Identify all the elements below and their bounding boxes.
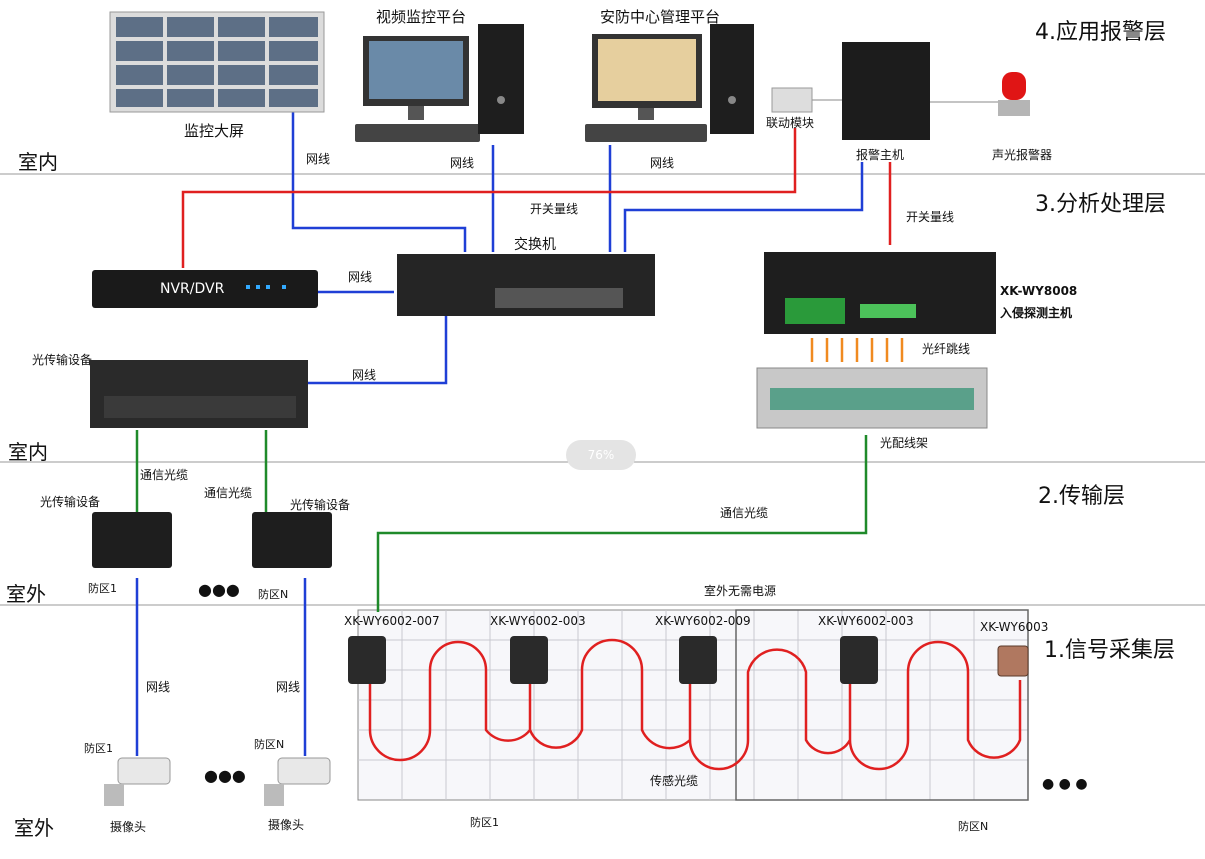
zone-outdoor-bottom: 室外 (14, 816, 54, 840)
alarm-host-device (842, 42, 930, 140)
layer-1-title: 1.信号采集层 (1044, 638, 1175, 663)
intrusion-host-device (764, 252, 996, 334)
switch-line-label: 开关量线 (530, 202, 579, 216)
camera-zone1-label: 摄像头 (110, 820, 147, 834)
sensor-model-label: XK-WY6002-003 (490, 614, 586, 628)
switch-signal-cables (181, 128, 892, 268)
zonen-camera-label: 防区N (254, 738, 285, 751)
zoom-level-badge: 76% (566, 440, 636, 470)
sensor-model-label: XK-WY6002-009 (655, 614, 751, 628)
zone1-camera-label: 防区1 (84, 742, 113, 755)
layer-3-title: 3.分析处理层 (1035, 192, 1166, 217)
sensor-box (348, 636, 386, 684)
comm-fiber-label: 通信光缆 (720, 506, 769, 520)
comm-fiber-label: 通信光缆 (140, 468, 189, 482)
layer-2-title: 2.传输层 (1038, 484, 1125, 509)
ellipsis-sensors: ● ● ● (1042, 776, 1088, 792)
camera-zonen-label: 摄像头 (268, 818, 305, 832)
camera-zone1 (104, 757, 171, 806)
ellipsis-cameras: ●●● (204, 766, 246, 785)
communication-fiber-cables (135, 430, 868, 612)
sensor-model-label: XK-WY6003 (980, 620, 1049, 634)
zonen-field-label: 防区N (958, 820, 989, 833)
video-workstation (355, 24, 524, 142)
net-cable-label: 网线 (650, 156, 675, 170)
layer-4-title: 4.应用报警层 (1035, 20, 1166, 45)
fiber-patch-label: 光纤跳线 (922, 342, 971, 356)
sensor-units (348, 636, 1029, 684)
camera-zonen (264, 757, 331, 806)
zone-outdoor-top: 室外 (6, 582, 46, 606)
sensing-fiber-label: 传感光缆 (650, 774, 699, 788)
sensor-box (997, 645, 1029, 677)
net-cable-label: 网线 (450, 156, 475, 170)
sensor-box (679, 636, 717, 684)
net-cable-label: 网线 (352, 368, 377, 382)
sound-light-alarm-label: 声光报警器 (992, 148, 1053, 162)
nvr-label: NVR/DVR (160, 281, 225, 297)
video-platform-label: 视频监控平台 (376, 8, 467, 26)
big-screen-label: 监控大屏 (184, 122, 245, 140)
optical-transmitter-zone1-label: 光传输设备 (40, 495, 101, 509)
net-cable-label: 网线 (348, 270, 373, 284)
link-module-device (771, 87, 813, 113)
optical-transmitter-rack (90, 360, 308, 428)
zone-indoor-bottom: 室内 (8, 440, 48, 464)
switch-line-label: 开关量线 (906, 210, 955, 224)
security-center-label: 安防中心管理平台 (600, 8, 721, 26)
sensor-model-label: XK-WY6002-003 (818, 614, 914, 628)
nvr-device (92, 270, 318, 308)
security-center-workstation (585, 24, 754, 142)
fiber-patch-cables (810, 338, 904, 362)
zone1-label: 防区1 (88, 582, 117, 595)
net-cable-label: 网线 (276, 680, 301, 694)
optical-transmitter-zonen-label: 光传输设备 (290, 498, 351, 512)
zonen-label: 防区N (258, 588, 289, 601)
sensor-box (840, 636, 878, 684)
sensor-model-label: XK-WY6002-007 (344, 614, 440, 628)
net-cable-label: 网线 (306, 152, 331, 166)
ellipsis-transmitters: ●●● (198, 580, 240, 599)
sound-light-alarm-device (998, 72, 1030, 116)
zone1-field-label: 防区1 (470, 816, 499, 829)
sensor-box (510, 636, 548, 684)
optical-transmitter-zone1 (92, 512, 172, 568)
network-cables (135, 112, 864, 756)
intrusion-host-model: XK-WY8008 (1000, 284, 1078, 298)
no-power-label: 室外无需电源 (704, 584, 777, 598)
video-wall (109, 11, 325, 113)
optical-transmitter-main-label: 光传输设备 (32, 353, 93, 367)
zone-indoor-top: 室内 (18, 150, 58, 174)
odf-label: 光配线架 (880, 436, 929, 450)
switch-label: 交换机 (514, 237, 556, 253)
odf-device (756, 367, 988, 429)
alarm-host-label: 报警主机 (856, 148, 905, 162)
switch-device (397, 254, 655, 316)
sensing-fiber-cable (368, 638, 1022, 771)
intrusion-host-label: 入侵探测主机 (1000, 306, 1073, 320)
optical-transmitter-zonen (252, 512, 332, 568)
net-cable-label: 网线 (146, 680, 171, 694)
comm-fiber-label: 通信光缆 (204, 486, 253, 500)
link-module-label: 联动模块 (766, 116, 815, 130)
